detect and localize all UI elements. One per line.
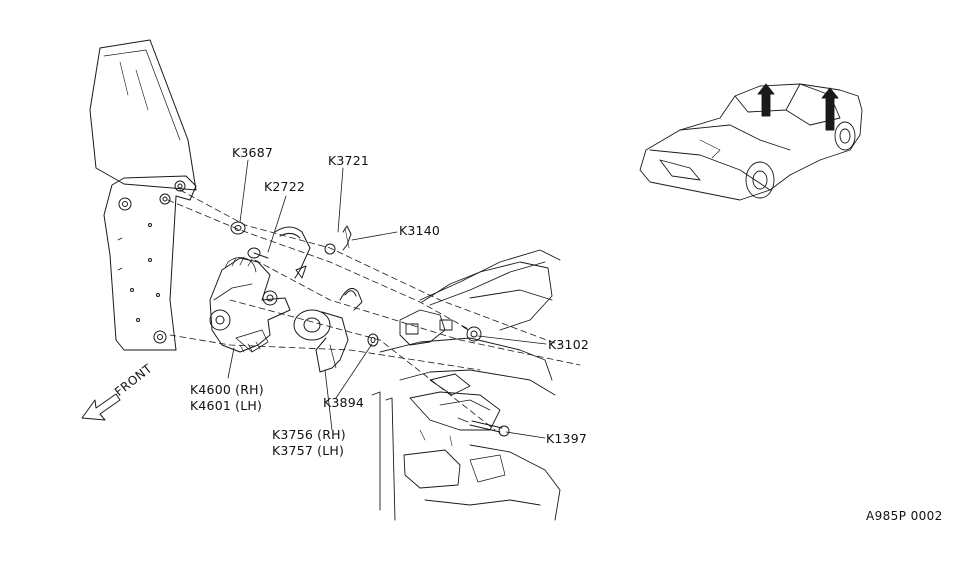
- label-k2722: K2722: [264, 179, 306, 194]
- figure-code: A985P 0002: [866, 509, 943, 523]
- door-glass: [90, 40, 196, 190]
- bolts-k1397: [458, 418, 509, 436]
- label-k3721: K3721: [328, 153, 370, 168]
- regulator-rail: [275, 227, 310, 278]
- label-k3140: K3140: [399, 223, 441, 238]
- clips: [343, 226, 481, 346]
- leader-lines: [228, 160, 546, 438]
- door-inner-structure: [372, 250, 560, 520]
- regulator-motor-k3756: [294, 288, 362, 372]
- label-k3756: K3756 (RH): [272, 427, 346, 442]
- label-k4600: K4600 (RH): [190, 382, 264, 397]
- label-k4601: K4601 (LH): [190, 398, 263, 413]
- label-k3894: K3894: [323, 395, 365, 410]
- label-k1397: K1397: [546, 431, 588, 446]
- label-k3102: K3102: [548, 337, 590, 352]
- assembly-lines: [168, 190, 580, 430]
- regulator-assembly-k4600: [210, 257, 290, 352]
- label-k3757: K3757 (LH): [272, 443, 345, 458]
- fasteners-k3687: [231, 222, 335, 258]
- label-k3687: K3687: [232, 145, 274, 160]
- front-arrow-icon: [82, 394, 120, 420]
- glass-carrier-plate: [104, 176, 196, 350]
- car-illustration: [640, 84, 862, 200]
